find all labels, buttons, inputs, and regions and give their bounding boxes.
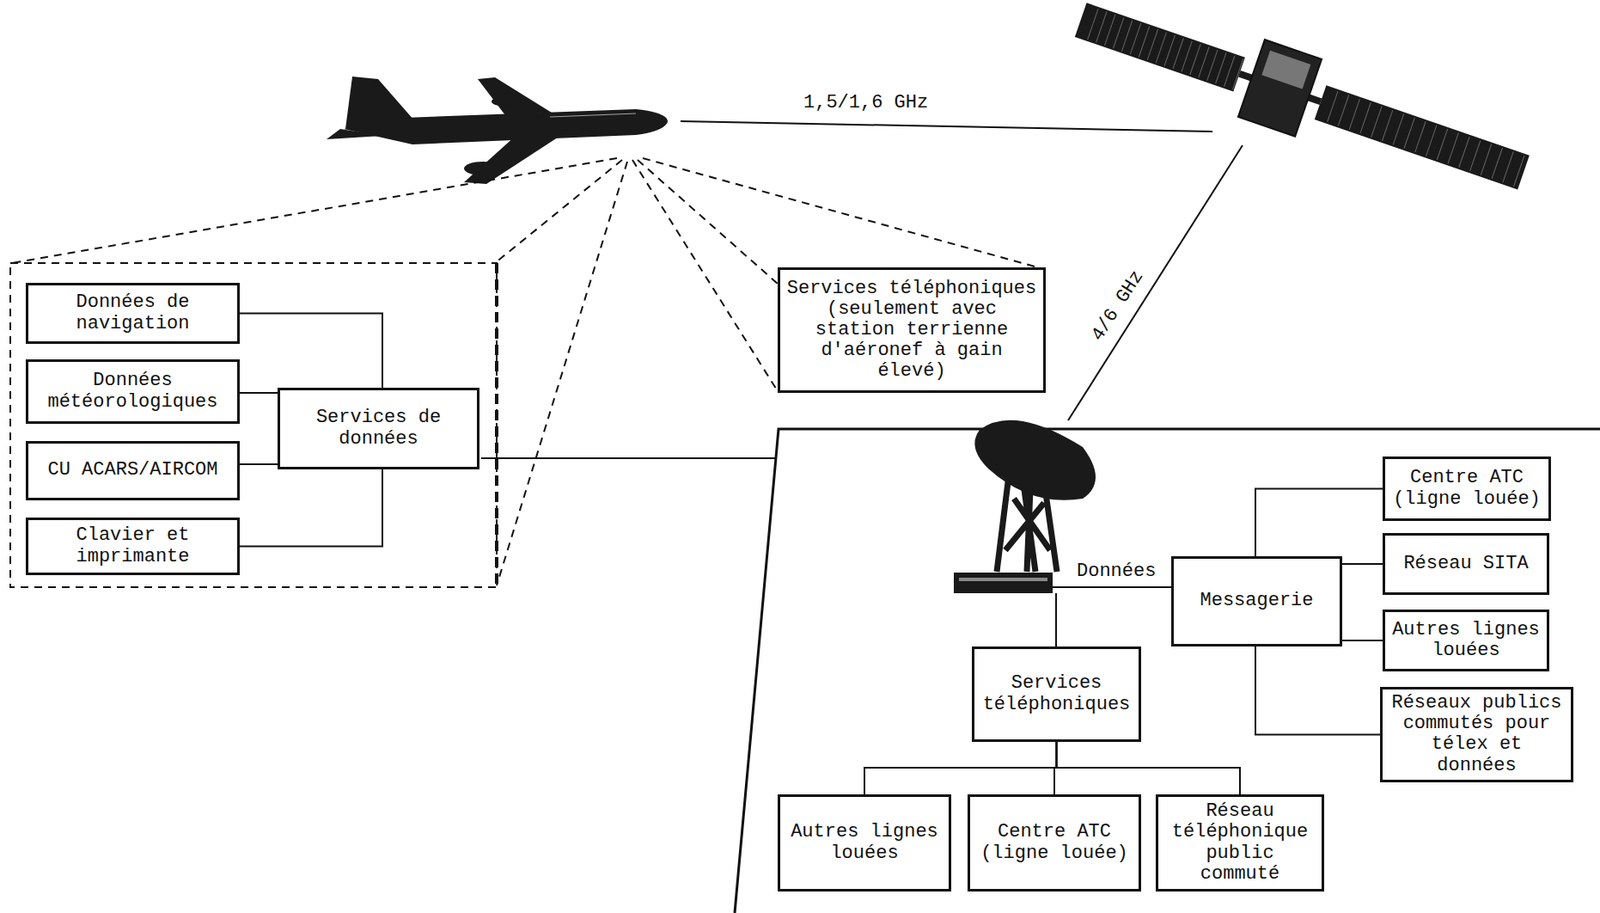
connector — [864, 741, 1057, 794]
box-text: Services de données — [285, 407, 472, 449]
box-text: Réseau téléphonique public commuté — [1163, 800, 1317, 885]
box-text: Autres lignes louées — [785, 821, 944, 863]
connector — [239, 469, 383, 547]
box-text: Services téléphoniques — [979, 672, 1134, 715]
source-box: Clavier et imprimante — [25, 517, 240, 575]
connector — [239, 313, 383, 389]
box-text: Services téléphoniques (seulement avec s… — [785, 278, 1039, 383]
voice-link — [1055, 592, 1057, 647]
box-text: Données météorologiques — [33, 370, 233, 412]
source-box: Données de navigation — [25, 282, 240, 344]
box-text: Autres lignes louées — [1390, 619, 1542, 661]
service-fan — [12, 158, 1045, 586]
network-box: Réseau téléphonique public commuté — [1155, 793, 1325, 892]
network-box: Autres lignes louées — [777, 793, 952, 892]
box-text: Centre ATC (ligne louée) — [975, 821, 1134, 863]
network-box: Autres lignes louées — [1382, 609, 1550, 672]
service-box: Services téléphoniques (seulement avec s… — [777, 267, 1046, 393]
network-box: Centre ATC (ligne louée) — [1382, 456, 1552, 521]
connector — [1255, 488, 1383, 557]
connector — [1342, 562, 1383, 565]
connector — [239, 391, 278, 394]
network-box: Réseau SITA — [1382, 532, 1550, 595]
connector — [1255, 646, 1381, 734]
link-label: Données — [1074, 561, 1159, 582]
connector — [1342, 639, 1383, 642]
network-box: Centre ATC (ligne louée) — [967, 793, 1142, 892]
box-text: CU ACARS/AIRCOM — [47, 459, 218, 481]
link-label: 1,5/1,6 GHz — [800, 92, 931, 114]
data-link — [1052, 586, 1172, 588]
source-box: CU ACARS/AIRCOM — [25, 440, 240, 501]
ground-boundary — [734, 428, 1600, 913]
network-box: Réseaux publics commutés pour télex et d… — [1380, 686, 1574, 782]
connector — [239, 463, 278, 465]
airplane — [326, 76, 668, 184]
satellite — [1067, 0, 1537, 211]
radio-link — [1068, 145, 1243, 421]
service-box: Services téléphoniques — [971, 646, 1142, 742]
source-box: Données météorologiques — [25, 359, 240, 424]
box-text: Réseaux publics commutés pour télex et d… — [1387, 692, 1566, 776]
connector — [1056, 741, 1241, 794]
box-text: Clavier et imprimante — [33, 525, 233, 567]
aircraft-group — [10, 262, 497, 587]
data-link — [481, 457, 776, 459]
box-text: Réseau SITA — [1403, 553, 1528, 575]
box-text: Données de navigation — [33, 292, 233, 334]
box-text: Messagerie — [1199, 590, 1313, 611]
box-text: Centre ATC (ligne louée) — [1390, 467, 1544, 509]
service-box: Services de données — [277, 387, 480, 470]
radio-link — [680, 121, 1213, 132]
process-box: Messagerie — [1171, 555, 1343, 647]
